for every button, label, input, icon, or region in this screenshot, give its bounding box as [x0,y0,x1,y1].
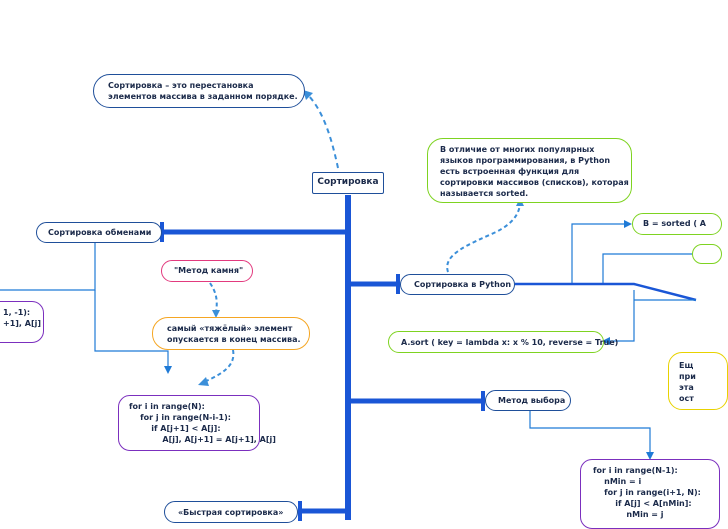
exchange-node[interactable]: Сортировка обменами [36,222,162,243]
left-code-line-3: +1], A[j] [3,319,41,328]
python-note-line-1: В отличие от многих популярных [440,145,595,154]
heavy-line-2: опускается в конец массива. [167,335,301,344]
dashed-heavy [203,349,235,383]
heavy-element-node[interactable]: самый «тяжёлый» элемент опускается в кон… [152,317,310,350]
python-note-line-2: языков программирования, в Python [440,156,611,165]
bubble-code-line-4: A[j], A[j+1] = A[j+1], A[j] [129,435,276,444]
selection-code-line-5: nMin = j [593,510,664,519]
connector-lines [0,90,697,521]
heavy-line-1: самый «тяжёлый» элемент [167,324,293,333]
definition-node[interactable]: Сортировка – это перестановка элементов … [93,74,305,108]
exchange-label: Сортировка обменами [48,228,152,237]
exchange-to-code [94,290,169,370]
quick-sort-label: «Быстрая сортировка» [178,508,284,517]
side-note-line-1: Ещ [679,361,694,370]
mind-map-canvas: Сортировка Сортировка – это перестановка… [0,74,728,529]
python-note-line-3: есть встроенная функция для [440,167,580,176]
selection-to-code [529,410,651,456]
selection-code-node[interactable]: for i in range(N-1): nMin = i for j in r… [580,459,720,529]
stone-method-label: "Метод камня" [174,266,244,275]
side-note-line-2: при [679,372,696,381]
dashed-python-note [446,201,521,273]
selection-label: Метод выбора [498,396,566,405]
python-main-right [515,282,697,302]
bubble-code-line-2: for j in range(N-i-1): [129,413,231,422]
python-note-node[interactable]: В отличие от многих популярных языков пр… [427,138,632,203]
selection-code-line-1: for i in range(N-1): [593,466,678,475]
python-node[interactable]: Сортировка в Python [400,274,515,295]
sorted-call-label: B = sorted ( A [643,219,706,228]
python-to-green [572,253,696,285]
definition-line-1: Сортировка – это перестановка [108,81,254,90]
side-note-line-3: эта [679,383,694,392]
selection-code-line-4: if A[j] < A[nMin]: [593,499,692,508]
python-side-note-node: Ещ при эта ост [668,352,728,410]
python-note-line-5: называется sorted. [440,189,529,198]
selection-code-line-2: nMin = i [593,477,642,486]
python-to-sort [606,290,635,342]
exchange-to-left [0,243,96,291]
python-label: Сортировка в Python [414,280,512,289]
definition-line-2: элементов массива в заданном порядке. [108,92,298,101]
root-label: Сортировка [317,177,379,187]
sort-call-label: A.sort ( key = lambda x: x % 10, reverse… [401,338,619,347]
bubble-sort-code-node[interactable]: for i in range(N): for j in range(N-i-1)… [118,395,276,451]
sort-call-node[interactable]: A.sort ( key = lambda x: x % 10, reverse… [388,331,618,353]
root-node[interactable]: Сортировка [312,172,384,194]
bubble-code-line-3: if A[j+1] < A[j]: [129,424,221,433]
python-note-line-4: сортировки массивов (списков), которая [440,178,629,187]
selection-code-line-3: for j in range(i+1, N): [593,488,701,497]
python-hidden-node [692,244,722,264]
sorted-call-node[interactable]: B = sorted ( A [632,213,722,235]
side-note-line-4: ост [679,394,694,403]
dashed-stone [209,282,218,313]
left-code-line-1: 1, -1): [3,308,31,317]
stone-method-node[interactable]: "Метод камня" [161,260,253,282]
selection-node[interactable]: Метод выбора [485,390,571,411]
quick-sort-node[interactable]: «Быстрая сортировка» [164,501,298,523]
bubble-code-line-1: for i in range(N): [129,402,205,411]
dashed-definition [307,94,339,169]
exchange-left-code-node: 1, -1): +1], A[j] [0,301,44,343]
